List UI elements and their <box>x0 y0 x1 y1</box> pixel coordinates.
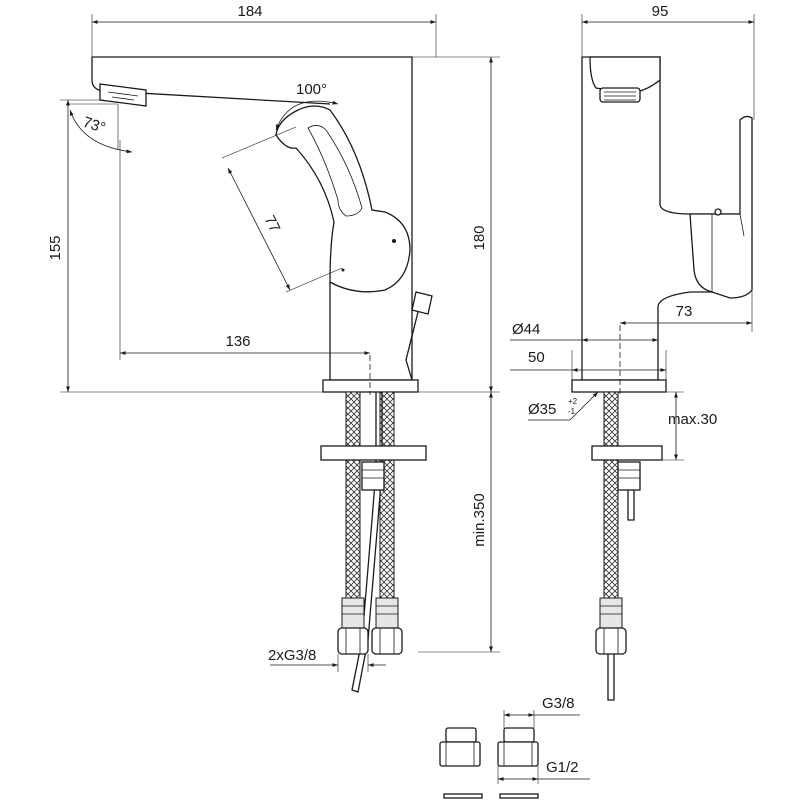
adapter-body <box>497 741 539 767</box>
dim-hose-thread: 2xG3/8 <box>268 647 316 664</box>
dim-body-diameter: Ø44 <box>512 321 540 338</box>
base-plate-front <box>322 379 419 393</box>
dim-tolerance-plus: +2 <box>568 397 578 406</box>
handle-body <box>275 105 411 293</box>
faucet-body-side <box>581 56 746 381</box>
side-dimensions: 95 73 Ø44 50 Ø35 +2 -1 max.30 <box>510 3 755 461</box>
dim-spout-angle: 100° <box>296 81 327 98</box>
lock-plate-side <box>591 445 663 461</box>
dim-front-height: 155 <box>47 235 64 260</box>
dim-side-depth: 73 <box>676 303 693 320</box>
dim-adapter-out: G1/2 <box>546 759 579 776</box>
dim-front-width: 184 <box>237 3 262 20</box>
side-view <box>571 56 753 701</box>
adapters: G3/8 G1/2 <box>439 695 590 799</box>
dim-aerator-angle: 73° <box>81 114 108 137</box>
adapter-thread-top <box>503 727 535 743</box>
hose-nut-left <box>341 597 365 629</box>
dim-lever-length: 77 <box>261 213 284 236</box>
lock-plate <box>320 445 427 461</box>
lever-side <box>689 115 753 299</box>
dim-spout-reach: 136 <box>225 333 250 350</box>
drain-rod <box>411 291 433 315</box>
front-dimensions: 184 155 180 136 77 100° 73° min.350 <box>47 3 500 672</box>
base-plate-side <box>571 379 667 393</box>
front-view <box>91 56 433 693</box>
hose-side <box>603 391 619 603</box>
dim-base-width: 50 <box>528 349 545 366</box>
hose-nut-right <box>375 597 399 629</box>
dim-tolerance-minus: -1 <box>568 407 576 416</box>
aerator-front <box>99 83 147 107</box>
hose-left <box>345 391 361 603</box>
dim-hose-length: min.350 <box>471 493 488 546</box>
dim-adapter-in: G3/8 <box>542 695 575 712</box>
dim-total-height: 180 <box>471 225 488 250</box>
dim-hole-diameter: Ø35 <box>528 401 556 418</box>
dim-max-deck: max.30 <box>668 411 717 428</box>
dim-side-width: 95 <box>652 3 669 20</box>
